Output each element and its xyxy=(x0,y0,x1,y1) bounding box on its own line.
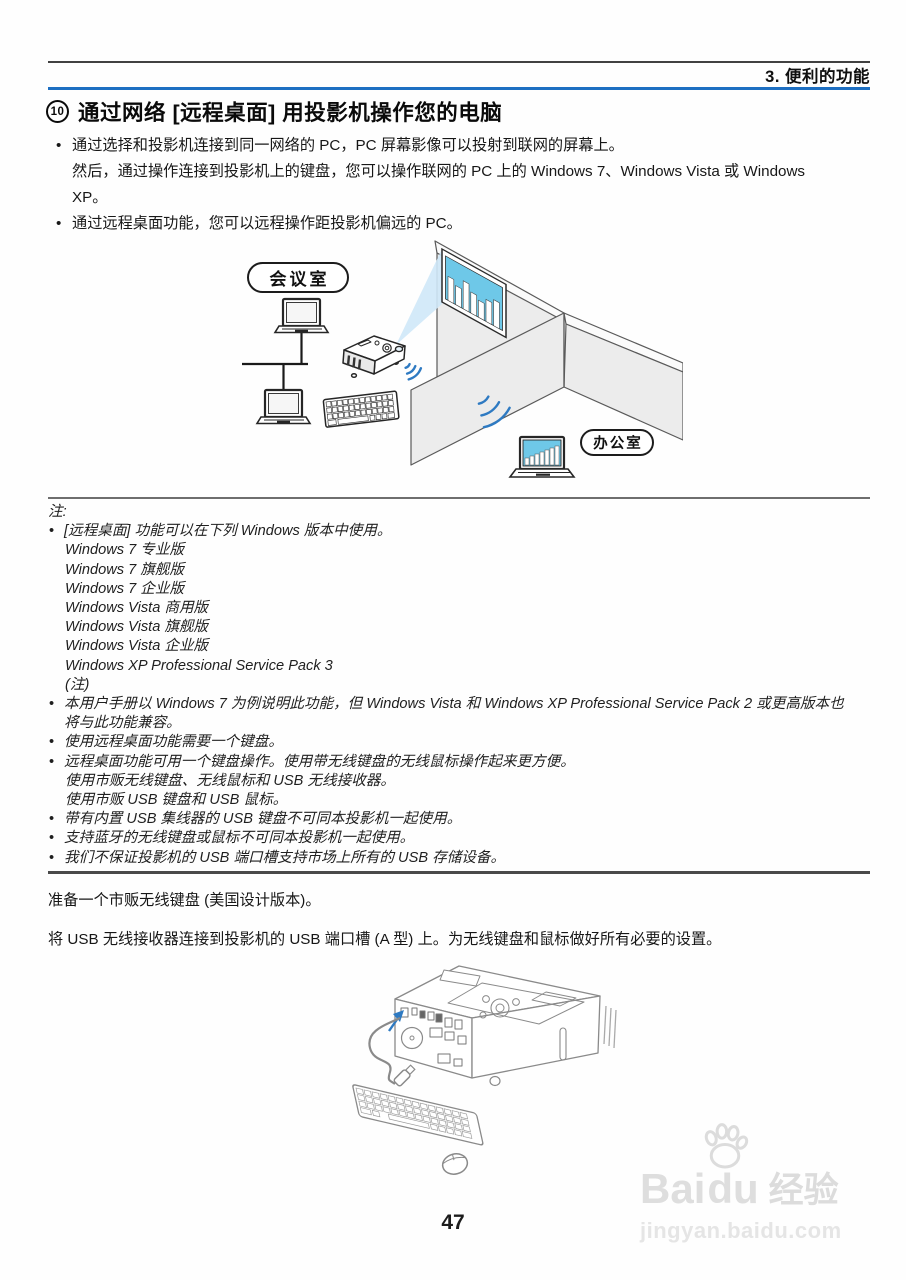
office-label: 办公室 xyxy=(580,429,654,456)
baidu-paw-icon xyxy=(705,1123,749,1169)
note-subline: Windows Vista 商用版 xyxy=(65,600,209,617)
section-title: 10 通过网络 [远程桌面] 用投影机操作您的电脑 xyxy=(46,96,502,127)
note-divider-top xyxy=(48,497,870,499)
note-heading: 注: xyxy=(48,504,67,520)
projection-beam xyxy=(396,249,442,345)
section-number-badge: 10 xyxy=(46,100,69,123)
note-item: 使用远程桌面功能需要一个键盘。 xyxy=(48,733,854,752)
note-text: 带有内置 USB 集线器的 USB 键盘不可同本投影机一起使用。 xyxy=(48,810,854,829)
note-item: 带有内置 USB 集线器的 USB 键盘不可同本投影机一起使用。 xyxy=(48,810,854,829)
note-subline: Windows 7 专业版 xyxy=(65,542,185,559)
projector-connection-illustration xyxy=(352,965,617,1175)
note-text: 远程桌面功能可用一个键盘操作。使用带无线键盘的无线鼠标操作起来更方便。 xyxy=(48,753,854,772)
projector-rear-icon xyxy=(394,965,617,1087)
wireless-signal-icon xyxy=(404,362,423,381)
keyboard-icon xyxy=(322,390,400,428)
network-lines xyxy=(242,332,308,391)
body-paragraph: 准备一个市贩无线键盘 (美国设计版本)。 xyxy=(48,892,321,909)
usb-cable xyxy=(368,1016,401,1085)
section-title-text: 通过网络 [远程桌面] 用投影机操作您的电脑 xyxy=(78,101,503,125)
office-laptop-icon xyxy=(508,435,576,478)
intro-list: 通过选择和投影机连接到同一网络的 PC，PC 屏幕影像可以投射到联网的屏幕上。 … xyxy=(48,133,840,237)
note-text: 支持蓝牙的无线键盘或鼠标不可同本投影机一起使用。 xyxy=(48,829,854,848)
note-divider-bottom xyxy=(48,871,870,874)
watermark-brand-du: du xyxy=(707,1165,759,1212)
watermark-url: jingyan.baidu.com xyxy=(640,1218,842,1243)
laptop-icon xyxy=(255,388,312,425)
note-section: 注: [远程桌面] 功能可以在下列 Windows 版本中使用。 Windows… xyxy=(48,503,854,868)
note-subline: Windows 7 旗舰版 xyxy=(65,561,185,578)
projector-icon xyxy=(342,335,406,379)
note-text: 我们不保证投影机的 USB 端口槽支持市场上所有的 USB 存储设备。 xyxy=(48,849,854,868)
projector-connection-diagram xyxy=(332,956,632,1196)
network-diagram: 会议室 办公室 xyxy=(228,240,684,496)
body-paragraph: 将 USB 无线接收器连接到投影机的 USB 端口槽 (A 型) 上。为无线键盘… xyxy=(48,931,722,948)
watermark-brand: Bai du 经验 xyxy=(640,1123,906,1212)
network-diagram-illustration xyxy=(242,240,684,478)
note-subline: Windows Vista 旗舰版 xyxy=(65,619,209,636)
list-item: 通过远程桌面功能，您可以远程操作距投影机偏远的 PC。 xyxy=(48,211,840,237)
note-item: [远程桌面] 功能可以在下列 Windows 版本中使用。 Windows 7 … xyxy=(48,522,854,695)
wireless-signal-icon xyxy=(477,395,511,429)
note-subline: (注) xyxy=(65,676,90,693)
meeting-room-label: 会议室 xyxy=(247,262,349,293)
list-item-text: 然后，通过操作连接到投影机上的键盘，您可以操作联网的 PC 上的 Windows… xyxy=(72,163,806,206)
watermark-brand-bai: Bai xyxy=(640,1165,706,1212)
note-text: 本用户手册以 Windows 7 为例说明此功能，但 Windows Vista… xyxy=(48,695,854,733)
note-subline: 使用市贩无线键盘、无线鼠标和 USB 无线接收器。 xyxy=(65,772,395,789)
note-item: 我们不保证投影机的 USB 端口槽支持市场上所有的 USB 存储设备。 xyxy=(48,849,854,868)
note-subline: Windows XP Professional Service Pack 3 xyxy=(65,657,333,674)
usb-dongle-icon xyxy=(393,1064,416,1087)
note-item: 支持蓝牙的无线键盘或鼠标不可同本投影机一起使用。 xyxy=(48,829,854,848)
chapter-divider-line xyxy=(48,87,870,90)
projected-screen-icon xyxy=(441,247,507,339)
laptop-icon xyxy=(273,297,330,334)
chapter-header: 3. 便利的功能 xyxy=(765,68,870,86)
list-item: 通过选择和投影机连接到同一网络的 PC，PC 屏幕影像可以投射到联网的屏幕上。 … xyxy=(48,133,840,211)
list-item-text: 通过选择和投影机连接到同一网络的 PC，PC 屏幕影像可以投射到联网的屏幕上。 xyxy=(48,133,840,159)
note-subline: 使用市贩 USB 键盘和 USB 鼠标。 xyxy=(65,792,288,809)
note-subline: Windows Vista 企业版 xyxy=(65,638,209,655)
page-top-rule xyxy=(48,61,870,63)
wireless-keyboard-icon xyxy=(352,1084,484,1146)
page-number: 47 xyxy=(441,1211,465,1234)
note-subline: Windows 7 企业版 xyxy=(65,580,185,597)
note-text: 使用远程桌面功能需要一个键盘。 xyxy=(48,733,854,752)
note-item: 远程桌面功能可用一个键盘操作。使用带无线键盘的无线鼠标操作起来更方便。 使用市贩… xyxy=(48,753,854,811)
watermark-brand-suffix: 经验 xyxy=(768,1171,839,1211)
note-text: [远程桌面] 功能可以在下列 Windows 版本中使用。 xyxy=(48,522,854,541)
watermark: Bai du 经验 jingyan.baidu.com xyxy=(640,1123,906,1250)
note-item: 本用户手册以 Windows 7 为例说明此功能，但 Windows Vista… xyxy=(48,695,854,733)
list-item-text: 通过远程桌面功能，您可以远程操作距投影机偏远的 PC。 xyxy=(48,211,840,237)
mouse-icon xyxy=(441,1153,469,1175)
